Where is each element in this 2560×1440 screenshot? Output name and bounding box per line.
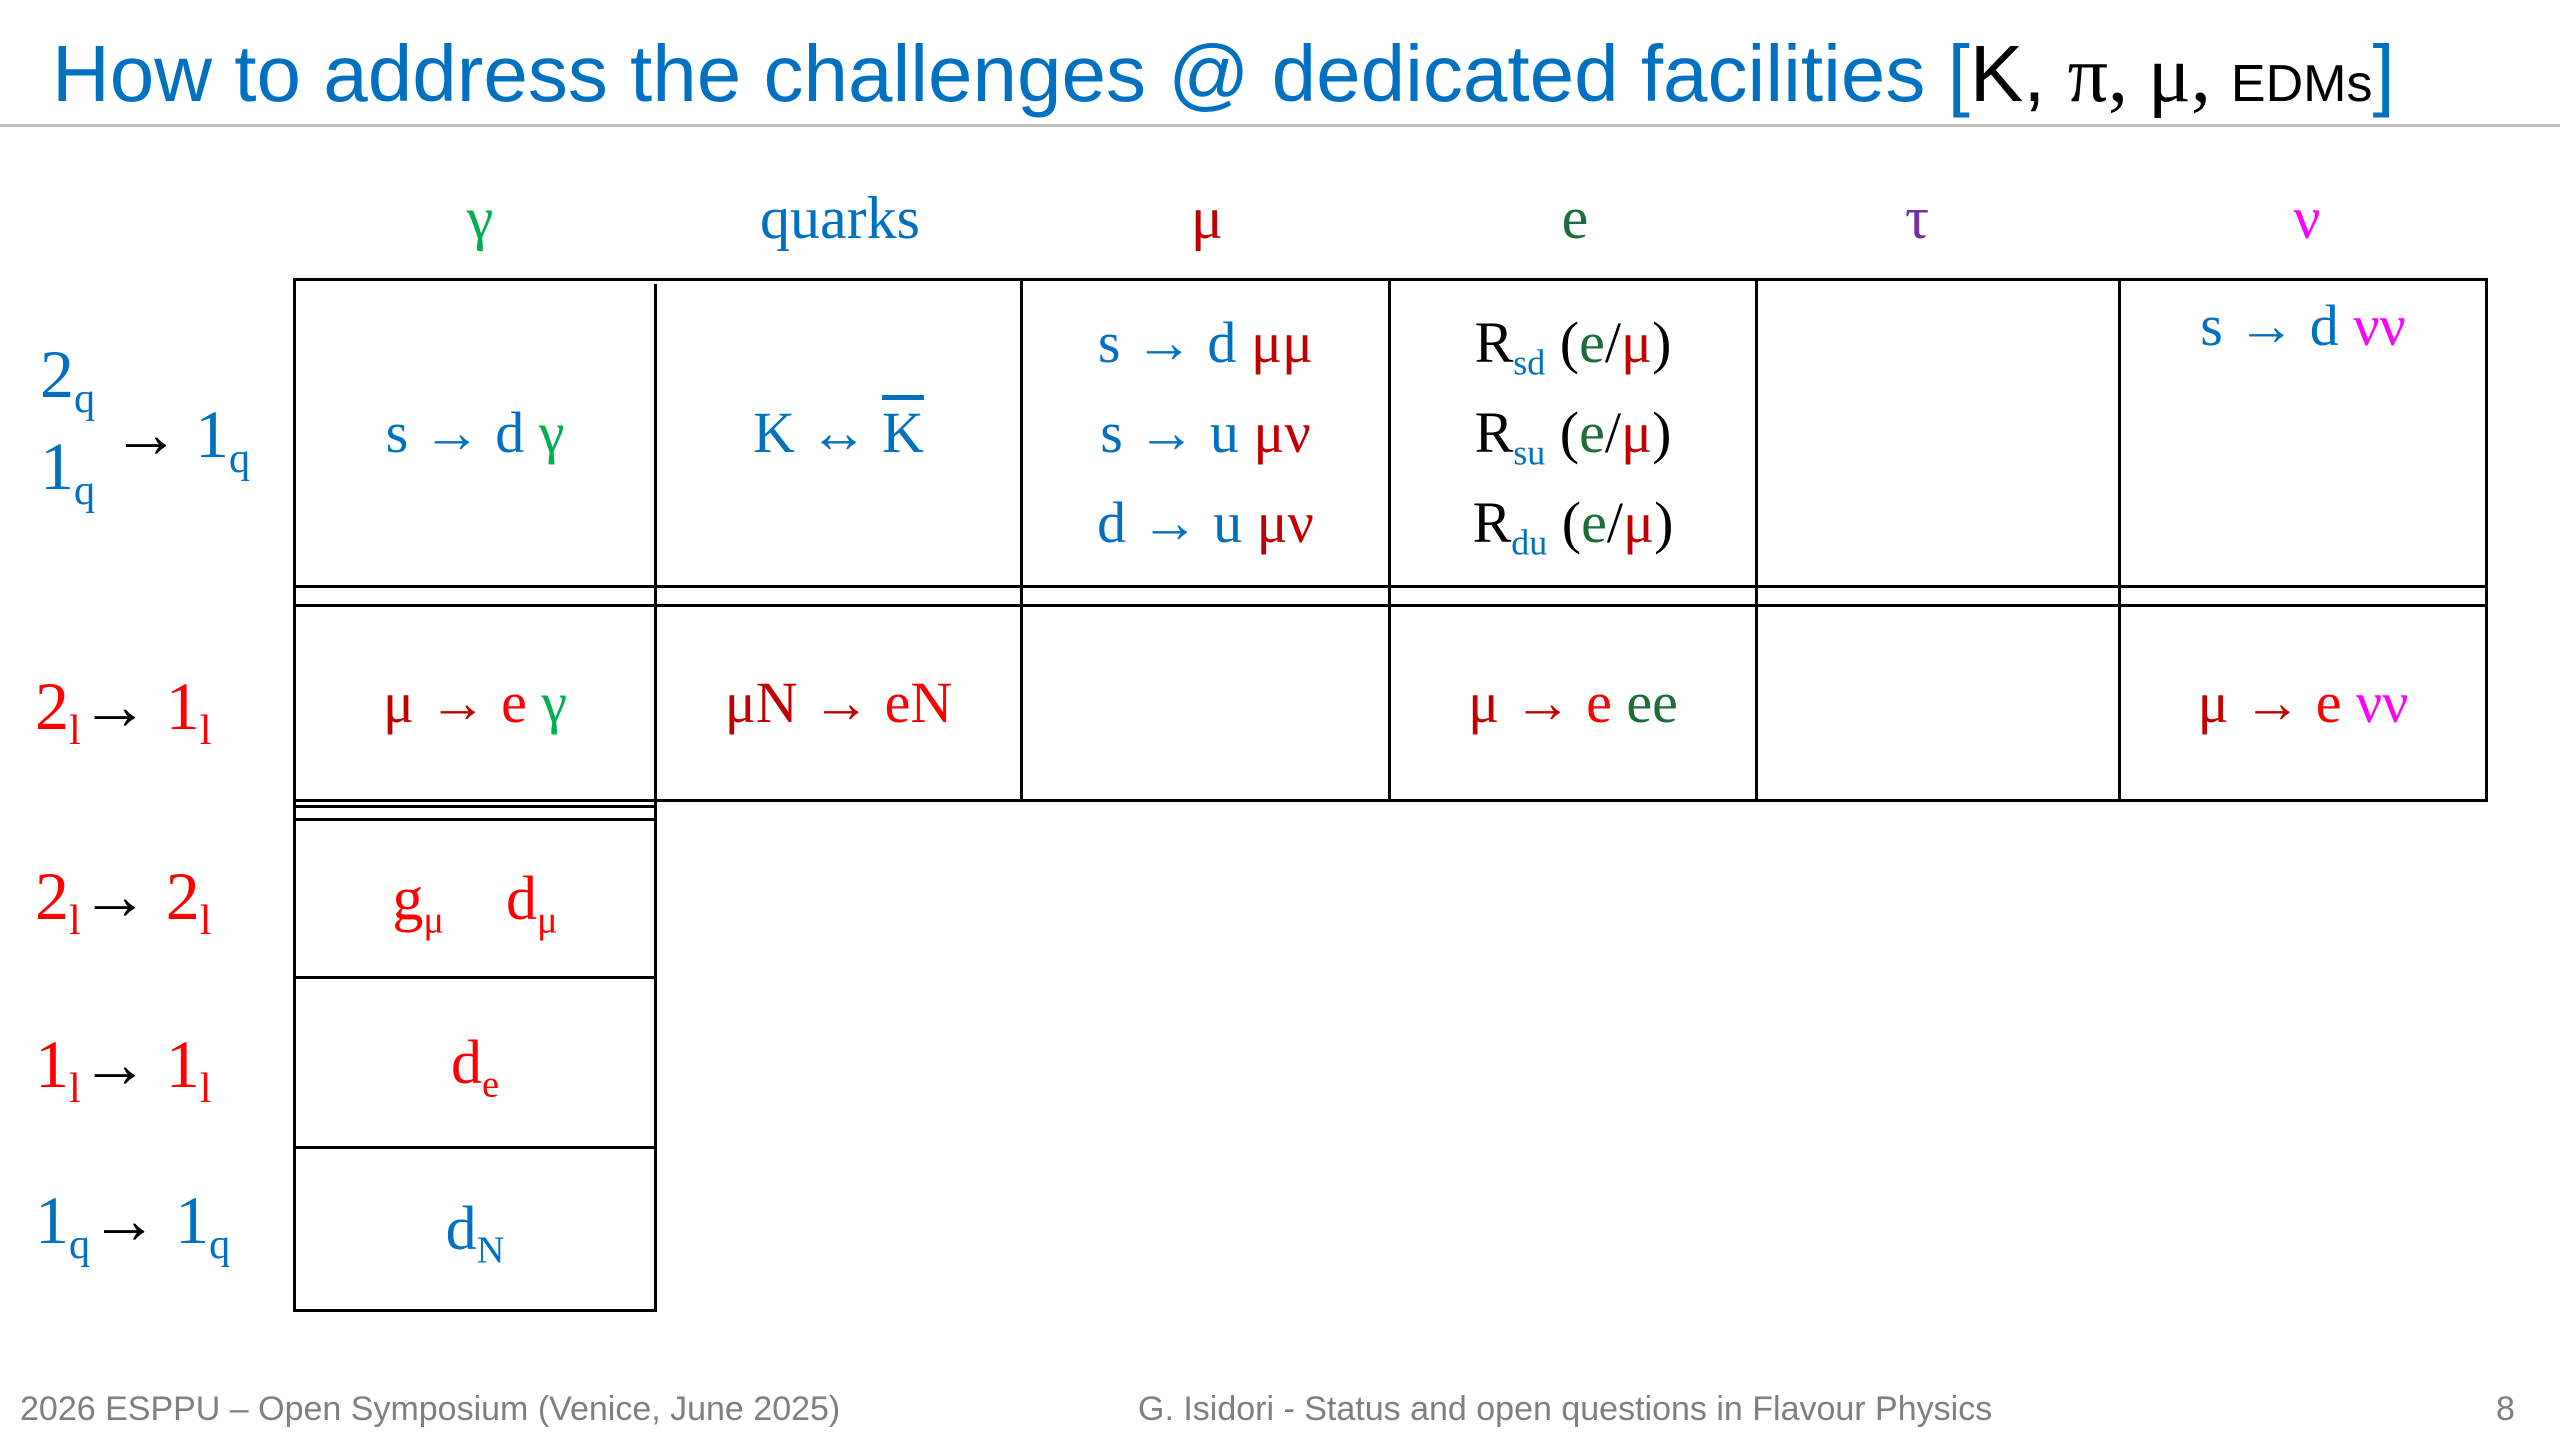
cell-r2-nu: μ → e νν [2197, 670, 2409, 735]
cell-r1-gamma: s → d γ [385, 400, 565, 465]
row1-arrow: → [112, 396, 180, 472]
cell-r1-quarks: K ↔ K [753, 400, 924, 465]
cell-r2-mu [1023, 607, 1388, 799]
cell-r2-tau [1758, 607, 2118, 799]
cell-r2-quarks: μN → eN [724, 670, 953, 735]
kbar: K [882, 400, 924, 465]
column-header-tau: τ [1904, 185, 1930, 251]
list-item: Rdu (e/μ) [1472, 490, 1674, 563]
cell-r1-nu: s → d νν [2200, 293, 2406, 358]
row-label-2l-to-2l: 2l→ 2l [35, 858, 212, 944]
column-header-gamma: γ [466, 185, 494, 251]
grid-line [2485, 278, 2488, 802]
grid-line [654, 284, 657, 1312]
title-pi: π, [2067, 31, 2149, 119]
title-edms: EDMs [2230, 55, 2373, 113]
row-label-2q-1q-to-1q: 2q 1q → 1q [40, 340, 280, 520]
footer-author-talk: G. Isidori - Status and open questions i… [1138, 1390, 1993, 1428]
title-bracket-open: [ [1947, 29, 1970, 118]
grid-line [293, 818, 657, 821]
title-mu: μ, [2148, 31, 2231, 119]
list-item: s → d μμ [1097, 310, 1314, 375]
cell-r2-e: μ → e ee [1468, 670, 1678, 735]
column-header-nu: ν [2293, 185, 2321, 251]
grid-line [1755, 278, 1758, 802]
cell-r4-electron-edm: de [450, 1028, 500, 1105]
list-item: Rsd (e/μ) [1474, 310, 1672, 383]
cell-r2-gamma: μ → e γ [383, 670, 567, 735]
cell-r3-moments: gμ dμ [392, 864, 558, 941]
row-label-2l-to-1l: 2l→ 1l [35, 668, 212, 754]
title-bracket-close: ] [2372, 29, 2395, 118]
grid-line [293, 1146, 657, 1149]
list-item: s → u μν [1100, 400, 1311, 465]
grid-line [1388, 278, 1391, 802]
footer-event: 2026 ESPPU – Open Symposium (Venice, Jun… [20, 1390, 841, 1428]
row-label-1q-to-1q: 1q→ 1q [35, 1182, 231, 1268]
slide-number: 8 [2496, 1390, 2515, 1428]
title-divider [0, 124, 2560, 127]
cell-r1-tau [1758, 281, 2118, 585]
grid-line [293, 1309, 657, 1312]
row1-label-target: 1q [195, 396, 251, 482]
list-item: Rsu (e/μ) [1474, 400, 1672, 473]
row-label-1l-to-1l: 1l→ 1l [35, 1026, 212, 1112]
column-header-mu: μ [1190, 185, 1224, 251]
grid-line [1020, 278, 1023, 802]
cell-r1-e: Rsd (e/μ) Rsu (e/μ) Rdu (e/μ) [1391, 281, 1755, 585]
slide-title: How to address the challenges @ dedicate… [52, 24, 2395, 124]
grid-line [2118, 278, 2121, 802]
title-k: K, [1969, 29, 2068, 118]
cell-r1-mu: s → d μμ s → u μν d → u μν [1023, 281, 1388, 585]
cell-r5-nucleon-edm: dN [445, 1195, 505, 1272]
column-header-quarks: quarks [760, 185, 920, 251]
row1-label-bottom: 1q [40, 428, 96, 514]
grid-line [293, 976, 657, 979]
grid-line [293, 805, 657, 808]
grid-line [293, 278, 296, 1312]
title-main: How to address the challenges @ dedicate… [52, 29, 1926, 118]
column-header-e: e [1561, 185, 1589, 251]
list-item: d → u μν [1097, 490, 1314, 555]
row1-label-top: 2q [40, 336, 96, 422]
